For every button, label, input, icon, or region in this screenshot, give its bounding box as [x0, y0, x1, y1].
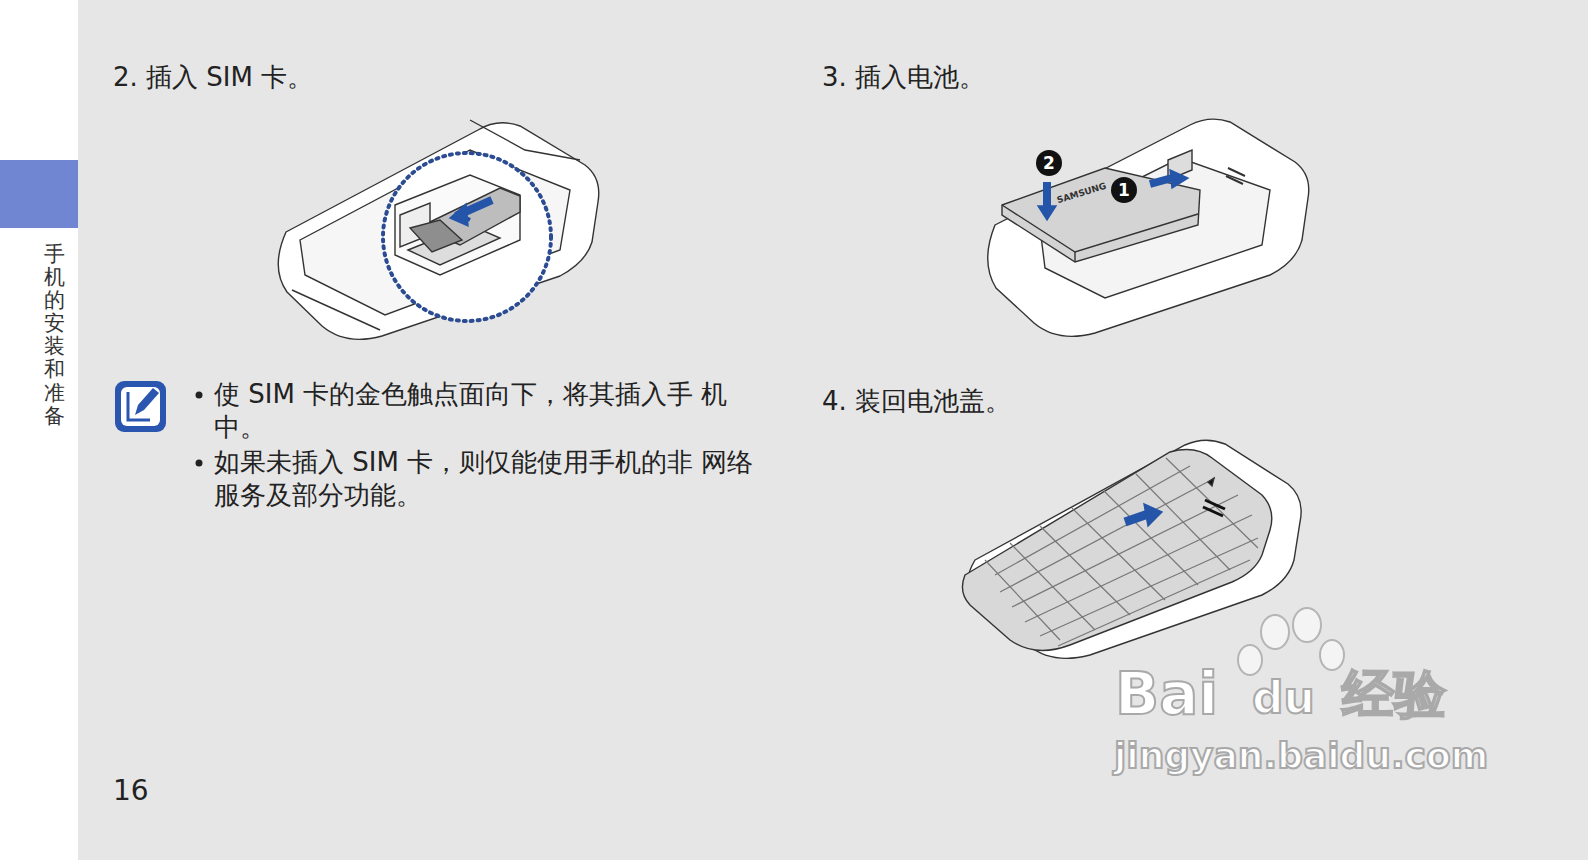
bullet-dot	[196, 392, 203, 399]
step-heading: 2. 插入 SIM 卡。	[113, 60, 313, 95]
side-strip	[0, 0, 78, 860]
step-heading: 3. 插入电池。	[822, 60, 985, 95]
watermark-url: jingyan.baidu.com	[1114, 735, 1488, 776]
note-icon	[115, 381, 166, 432]
phone-battery-illustration	[988, 119, 1309, 336]
chapter-title: 手机的安装和准备	[44, 243, 65, 428]
page-number: 16	[113, 774, 149, 807]
step-heading: 4. 装回电池盖。	[822, 384, 1011, 419]
watermark-text: Bai	[1115, 660, 1218, 728]
phone-cover-illustration	[962, 440, 1301, 658]
bullet-dot	[196, 460, 203, 467]
chapter-tab	[0, 160, 78, 228]
note-text: 使 SIM 卡的金色触点面向下，将其插入手 机中。	[214, 378, 764, 444]
watermark-text: du	[1252, 672, 1315, 723]
watermark-paw	[1238, 608, 1344, 675]
note-text: 如果未插入 SIM 卡，则仅能使用手机的非 网络服务及部分功能。	[214, 446, 764, 512]
phone-sim-illustration	[278, 120, 599, 339]
watermark-text: 经验	[1342, 660, 1446, 730]
callout-number: 2	[1043, 153, 1055, 173]
callout-number: 1	[1118, 180, 1130, 200]
